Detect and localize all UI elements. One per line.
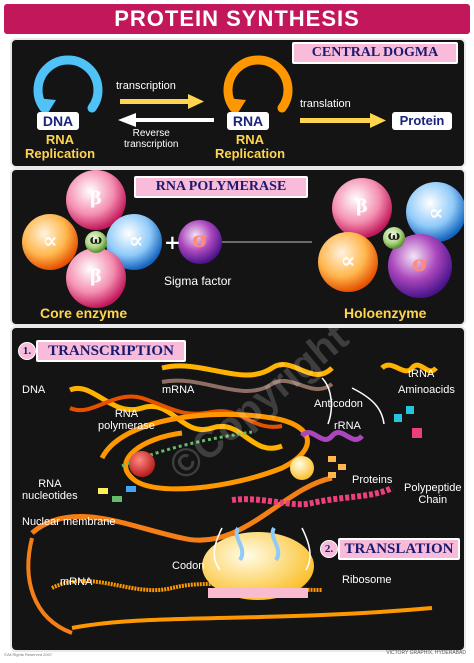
rna-replication-arrow <box>223 55 293 113</box>
dna-box: DNA <box>37 112 79 130</box>
alpha-label-3: ∝ <box>428 200 444 226</box>
translation-label: translation <box>300 98 351 110</box>
holoenzyme-label: Holoenzyme <box>344 305 427 321</box>
sigma-factor <box>178 220 222 264</box>
protein-blocks <box>328 456 346 478</box>
plus-sign: + <box>164 230 181 254</box>
beta-subunit-bottom <box>66 248 126 308</box>
translation-badge: 2. <box>320 540 338 558</box>
translation-header: TRANSLATION <box>338 538 460 560</box>
translation-arrow <box>300 113 386 128</box>
rna-nucleotides <box>98 486 136 502</box>
aminoacids-label: Aminoacids <box>398 384 455 396</box>
omega-label-1: ω <box>89 233 103 248</box>
polypeptide-chain-label: Polypeptide Chain <box>404 482 462 506</box>
reverse-transcription-label: Reverse transcription <box>124 128 179 150</box>
beta-subunit-top <box>66 170 126 230</box>
rna-box: RNA <box>227 112 269 130</box>
nuclear-membrane-label: Nuclear membrane <box>22 516 116 528</box>
ribosome-label: Ribosome <box>342 574 392 586</box>
transcription-badge: 1. <box>18 342 36 360</box>
trna-top <box>380 362 438 374</box>
transcription-label: transcription <box>116 80 176 92</box>
rna-polymerase-header: RNA POLYMERASE <box>134 176 308 198</box>
beta-label-3: β <box>356 196 368 217</box>
alpha-label-1: ∝ <box>42 228 58 254</box>
alpha-label-2: ∝ <box>128 228 144 254</box>
poster-title: PROTEIN SYNTHESIS <box>4 4 470 34</box>
dna-replication-arrow <box>33 55 103 113</box>
mrna-top-label: mRNA <box>162 384 195 396</box>
central-dogma-header: CENTRAL DOGMA <box>292 42 458 64</box>
central-dogma-graphic <box>33 55 386 128</box>
rna-polymerase-graphic <box>22 170 464 308</box>
ribosome <box>202 532 314 600</box>
nuclear-membrane <box>30 475 333 543</box>
proteins-label: Proteins <box>352 474 393 486</box>
rna-nucleotides-label: RNA nucleotides <box>22 478 78 502</box>
protein-box: Protein <box>392 112 452 130</box>
omega-label-2: ω <box>387 229 401 244</box>
alpha-label-4: ∝ <box>340 248 356 274</box>
rna-polymerase-ball <box>129 451 155 477</box>
rrna-squiggle <box>300 430 364 442</box>
polypeptide-chain <box>231 485 394 508</box>
transcription-arrow <box>120 94 204 109</box>
sigma-label-2: σ <box>411 251 429 277</box>
core-enzyme-label: Core enzyme <box>40 305 128 321</box>
omega-subunit <box>85 231 107 253</box>
mrna-bottom-label: mRNA <box>60 576 93 588</box>
anticodon-label: Anticodon <box>314 398 363 410</box>
alpha-subunit-left <box>22 214 78 270</box>
dna-label: DNA <box>22 384 46 396</box>
central-dogma-panel: CENTRAL DOGMA DNA RNA Protein transcript… <box>10 38 466 168</box>
sigma-label-1: σ <box>191 227 209 253</box>
dna-replication-label: RNA Replication <box>24 132 96 161</box>
alpha-subunit-right <box>106 214 162 270</box>
beta-label-1: β <box>90 188 102 209</box>
core-enzyme <box>22 170 162 308</box>
aminoacid-blocks <box>394 406 422 438</box>
sigma-factor-label: Sigma factor <box>164 274 232 288</box>
footer-copyright: ©All Rights Reserved 2007 <box>4 652 53 657</box>
rna-polymerase-label: RNA polymerase <box>98 408 155 432</box>
rna-polymerase-panel: RNA POLYMERASE β ∝ ∝ ω β + σ β ∝ ∝ ω σ S… <box>10 168 466 326</box>
reverse-transcription-arrow <box>118 113 214 127</box>
small-ribosome <box>290 456 314 480</box>
rrna-label: rRNA <box>334 420 361 432</box>
transcription-header: TRANSCRIPTION <box>36 340 186 362</box>
trna-label: tRNA <box>408 368 435 380</box>
transcription-translation-graphic <box>26 362 438 635</box>
transcription-translation-panel: 1. TRANSCRIPTION 2. TRANSLATION DNA mRNA… <box>10 326 466 652</box>
holoenzyme <box>318 178 464 298</box>
codon-label: Codon <box>172 560 205 572</box>
footer-publisher: VICTORY GRAPHIX, HYDERABAD <box>386 650 466 656</box>
rna-replication-label: RNA Replication <box>214 132 286 161</box>
beta-label-2: β <box>90 266 102 287</box>
